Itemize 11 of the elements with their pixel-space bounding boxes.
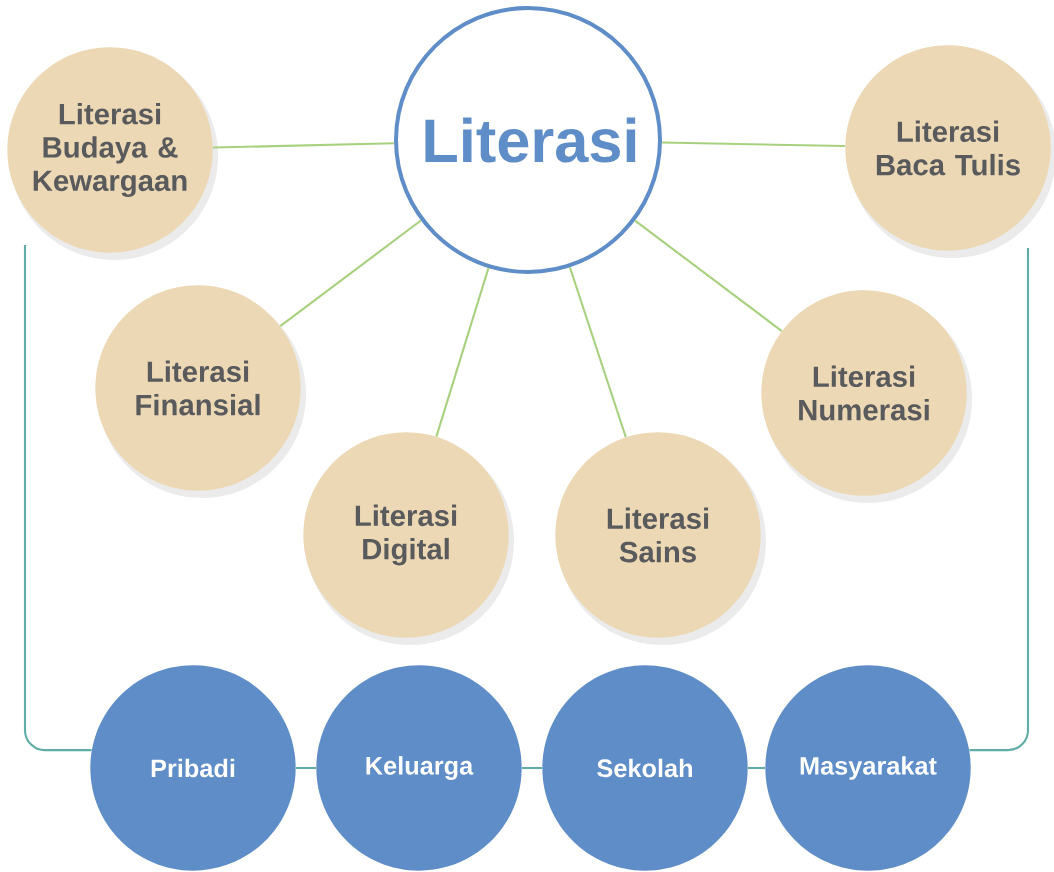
connector-line bbox=[634, 219, 783, 332]
connector-line bbox=[521, 766, 543, 770]
connector-line bbox=[212, 142, 395, 149]
connector-line bbox=[661, 141, 846, 148]
connector-line bbox=[747, 766, 766, 770]
connector-line bbox=[435, 267, 490, 437]
connector-line bbox=[295, 766, 317, 770]
connector-line bbox=[279, 219, 422, 328]
connector-line bbox=[23, 245, 92, 752]
connector-line bbox=[568, 266, 627, 438]
connector-line bbox=[969, 248, 1030, 752]
